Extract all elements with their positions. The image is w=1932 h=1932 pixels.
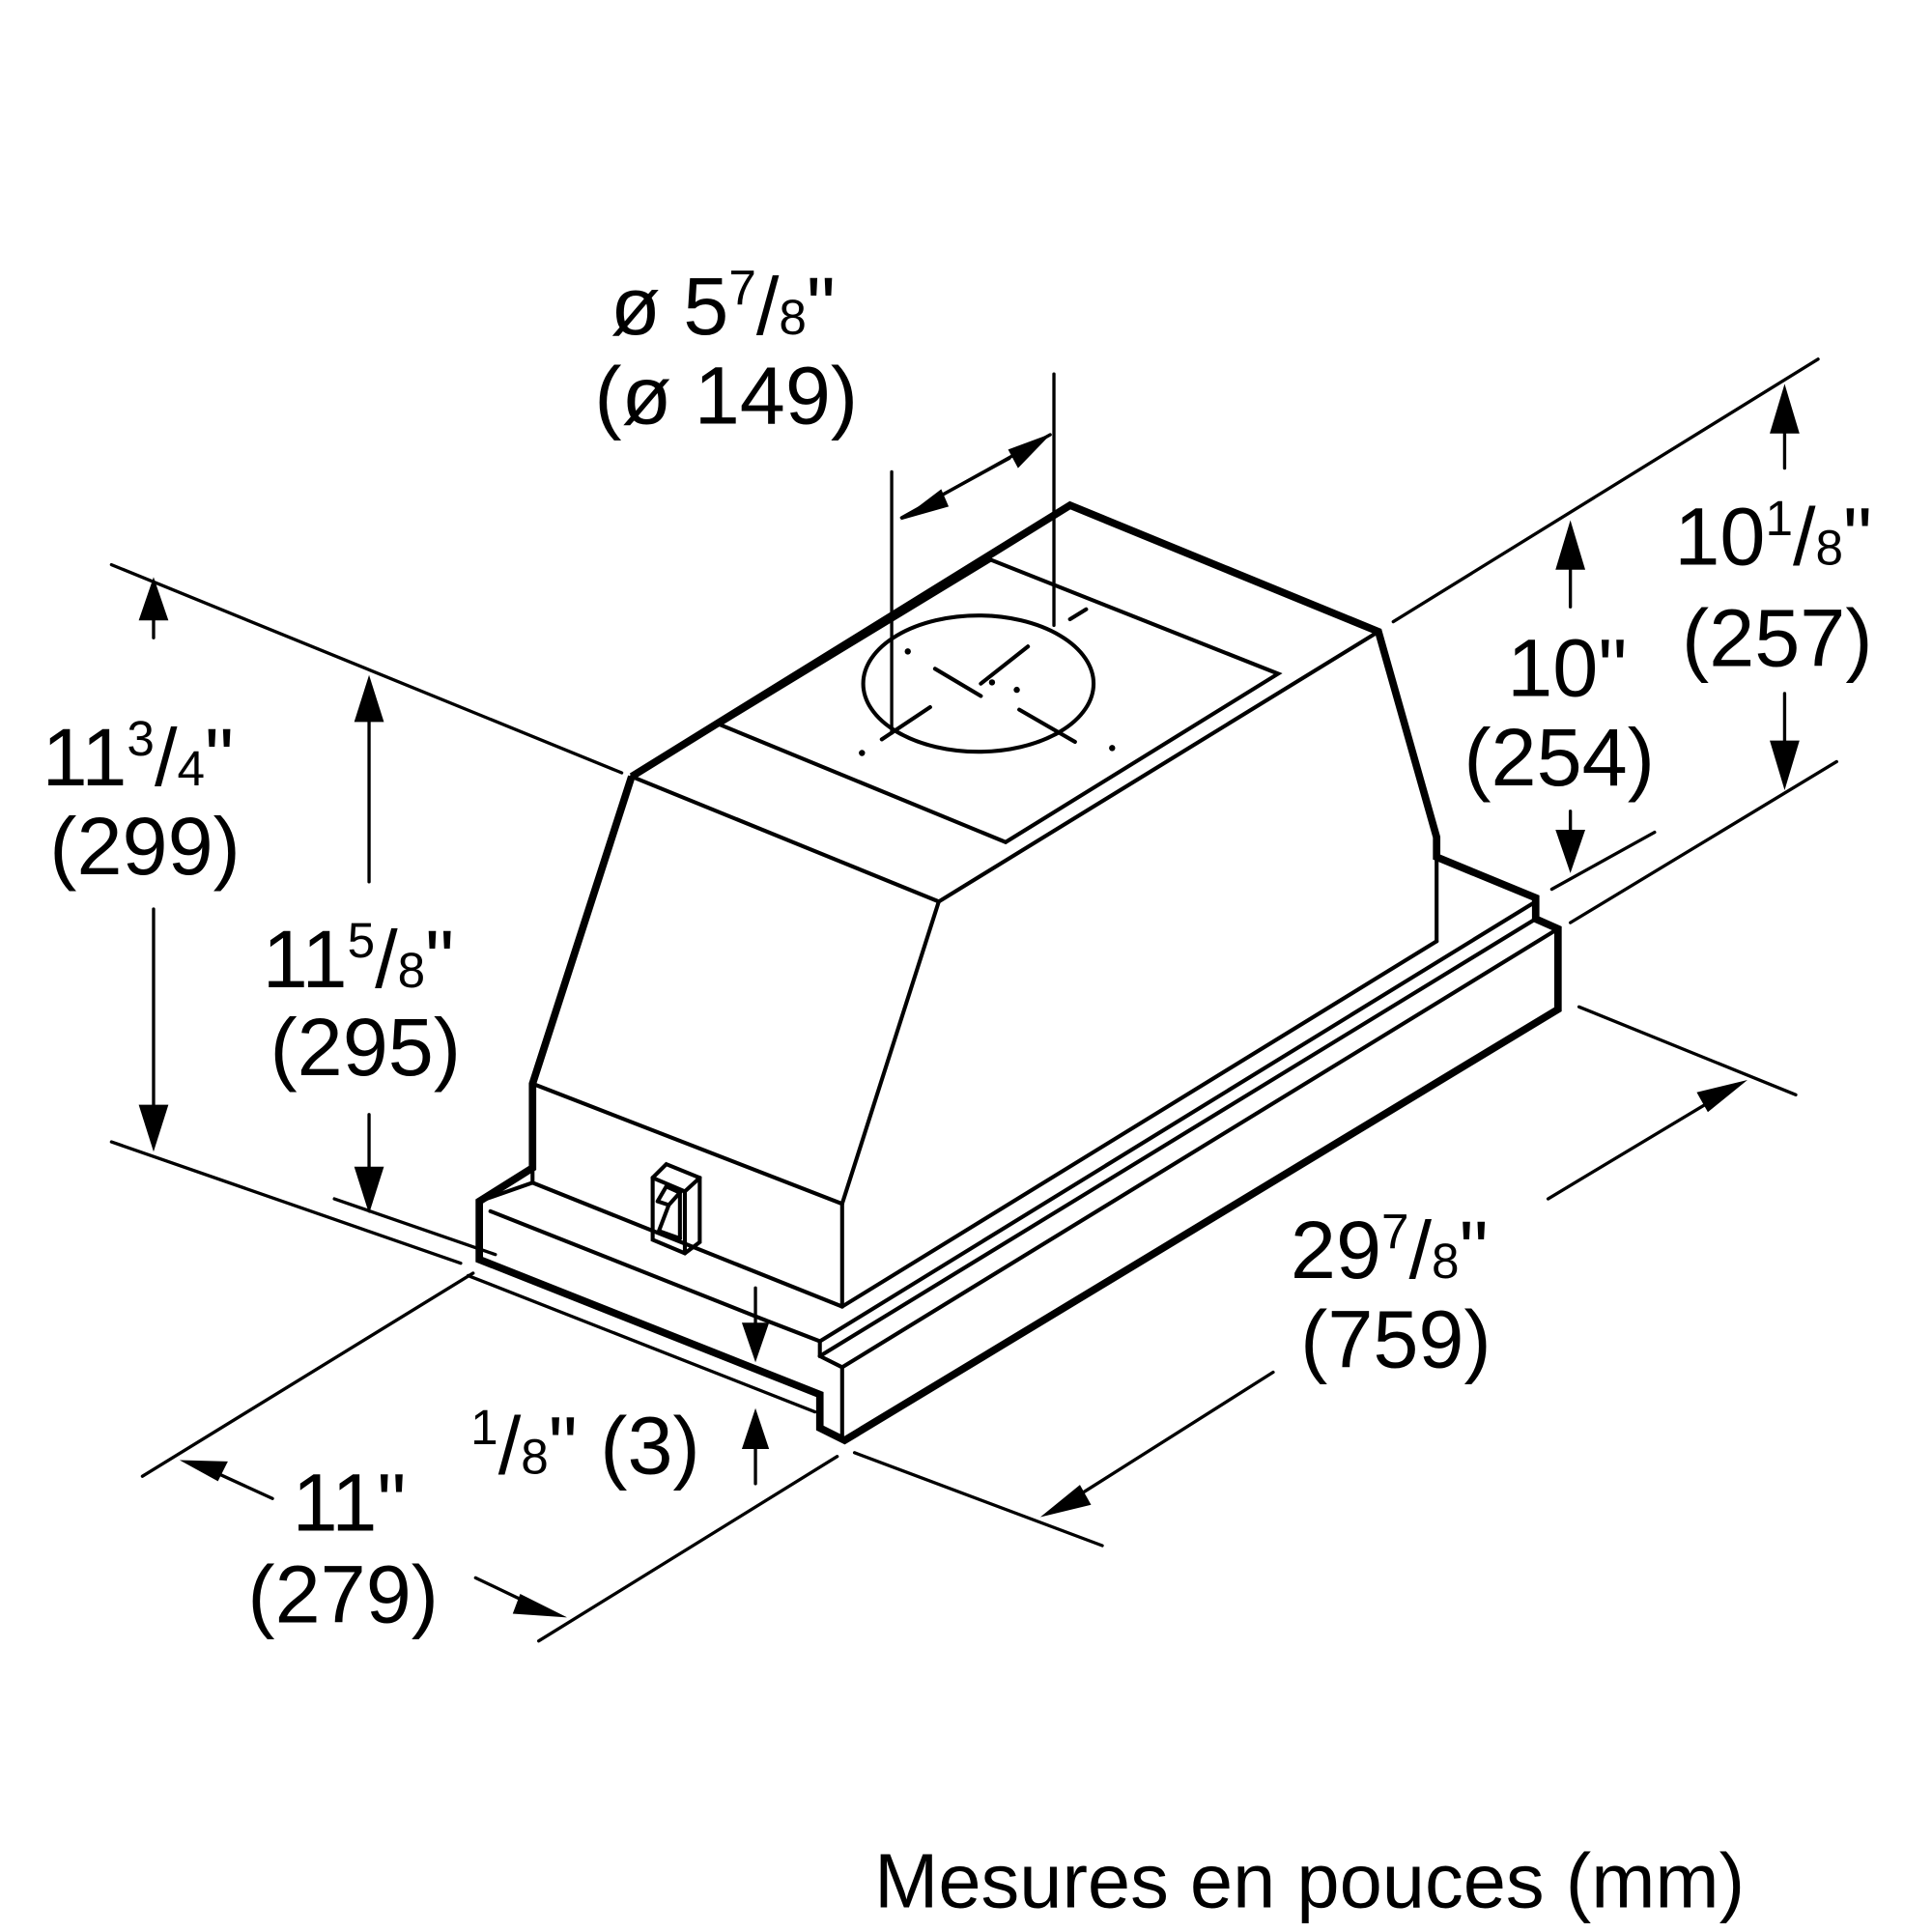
svg-text:(279): (279) [247,1548,439,1639]
hood-body [475,500,1562,1445]
label-depth: 11" (279) [247,1457,439,1640]
svg-text:115/8": 115/8" [263,913,454,1005]
duct-centerline-marks [859,607,1116,756]
ledge-top [477,1180,844,1309]
ledge-face-top [488,1208,768,1322]
units-caption: Mesures en pouces (mm) [874,1837,1745,1923]
ledge-face-top-right [763,1318,822,1344]
svg-text:(257): (257) [1682,592,1873,684]
body-front-right-edge [839,899,941,1207]
svg-text:(295): (295) [270,1001,461,1093]
label-width: 297/8" (759) [1291,1204,1492,1384]
svg-text:(299): (299) [49,800,241,892]
label-front-offset: 1/8" (3) [470,1400,700,1492]
hood-top-front-edge [629,629,1380,904]
svg-text:ø 57/8": ø 57/8" [611,260,836,352]
svg-text:(ø 149): (ø 149) [594,349,858,440]
label-overall-height-left: 113/4" (299) [43,711,241,892]
dimension-lines [109,357,1838,1643]
svg-text:101/8": 101/8" [1674,491,1872,582]
svg-text:113/4": 113/4" [43,711,234,803]
svg-text:10": 10" [1507,622,1627,714]
svg-text:(254): (254) [1463,711,1655,803]
label-height-right-inner: 10" (254) [1463,622,1655,803]
svg-text:1/8" (3): 1/8" (3) [470,1400,700,1492]
duct-collar [861,613,1096,754]
top-panel-outline [717,557,1283,845]
svg-text:11": 11" [293,1457,407,1548]
svg-text:(759): (759) [1300,1293,1492,1384]
front-trim-strip [817,899,1560,1443]
label-duct-diameter: ø 57/8" (ø 149) [594,260,858,440]
body-front-bottom-edge [530,1081,844,1207]
label-body-height-left: 115/8" (295) [263,913,461,1093]
label-height-right-outer: 101/8" (257) [1674,491,1872,684]
switch-icon [650,1161,702,1256]
top-panel-back-edge [717,557,993,727]
body-base-right-edge [839,939,1439,1309]
svg-text:297/8": 297/8" [1291,1204,1489,1295]
hood-top-outline [475,500,1562,1445]
